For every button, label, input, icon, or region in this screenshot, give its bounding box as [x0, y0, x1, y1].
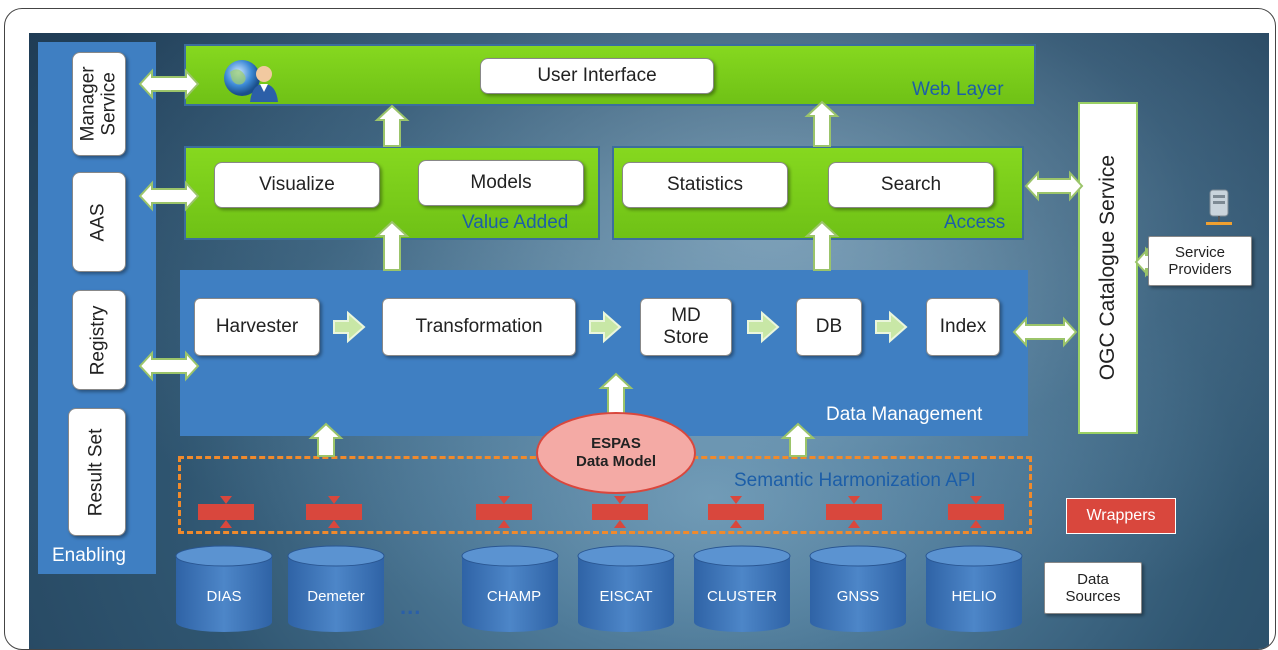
source-gnss-label: GNSS [836, 588, 880, 605]
models-box[interactable]: Models [418, 160, 584, 206]
manager-service-label: Manager Service [77, 66, 119, 142]
value-added-label: Value Added [462, 212, 569, 233]
statistics-box[interactable]: Statistics [622, 162, 788, 208]
access-label: Access [944, 212, 1006, 233]
search-box[interactable]: Search [828, 162, 994, 208]
wrappers-box: Wrappers [1066, 498, 1176, 534]
aas-label: AAS [87, 202, 109, 242]
aas-label-wrap: AAS [72, 172, 126, 272]
data-sources-box: Data Sources [1044, 562, 1142, 614]
server-icon [1202, 188, 1236, 230]
manager-service-label-wrap: Manager Service [72, 52, 126, 156]
registry-label: Registry [87, 305, 109, 375]
pipeline-md-store[interactable]: MD Store [640, 298, 732, 356]
pipeline-db[interactable]: DB [796, 298, 862, 356]
pipeline-index[interactable]: Index [926, 298, 1000, 356]
pipeline-transformation[interactable]: Transformation [382, 298, 576, 356]
pipeline-harvester[interactable]: Harvester [194, 298, 320, 356]
semantic-label: Semantic Harmonization API [734, 470, 976, 491]
enabling-item-aas[interactable] [72, 172, 126, 272]
source-cluster-label: CLUSTER [706, 588, 777, 605]
enabling-label: Enabling [52, 545, 126, 566]
espas-data-model[interactable]: ESPAS Data Model [536, 412, 696, 494]
source-champ-label: CHAMP [486, 588, 542, 605]
source-helio-label: HELIO [951, 588, 997, 605]
ogc-label-wrap: OGC Catalogue Service [1078, 102, 1138, 434]
user-interface-box[interactable]: User Interface [480, 58, 714, 94]
globe-user-icon [220, 56, 282, 104]
enabling-item-manager-service[interactable] [72, 52, 126, 156]
ogc-label: OGC Catalogue Service [1096, 155, 1120, 381]
result-set-label: Result Set [85, 428, 107, 516]
espas-data-model-label: ESPAS Data Model [576, 435, 657, 470]
registry-label-wrap: Registry [72, 290, 126, 390]
source-dias-label: DIAS [206, 588, 242, 605]
source-eiscat-label: EISCAT [599, 588, 653, 605]
data-management-label: Data Management [826, 404, 983, 425]
enabling-item-registry[interactable] [72, 290, 126, 390]
enabling-item-result-set[interactable] [68, 408, 126, 536]
web-layer-label: Web Layer [912, 79, 1004, 100]
visualize-box[interactable]: Visualize [214, 162, 380, 208]
data-sources-ellipsis: ... [400, 594, 422, 619]
source-demeter-label: Demeter [307, 588, 365, 605]
result-set-label-wrap: Result Set [68, 408, 126, 536]
service-providers-box[interactable]: Service Providers [1148, 236, 1252, 286]
wrappers-label: Wrappers [1086, 507, 1156, 524]
